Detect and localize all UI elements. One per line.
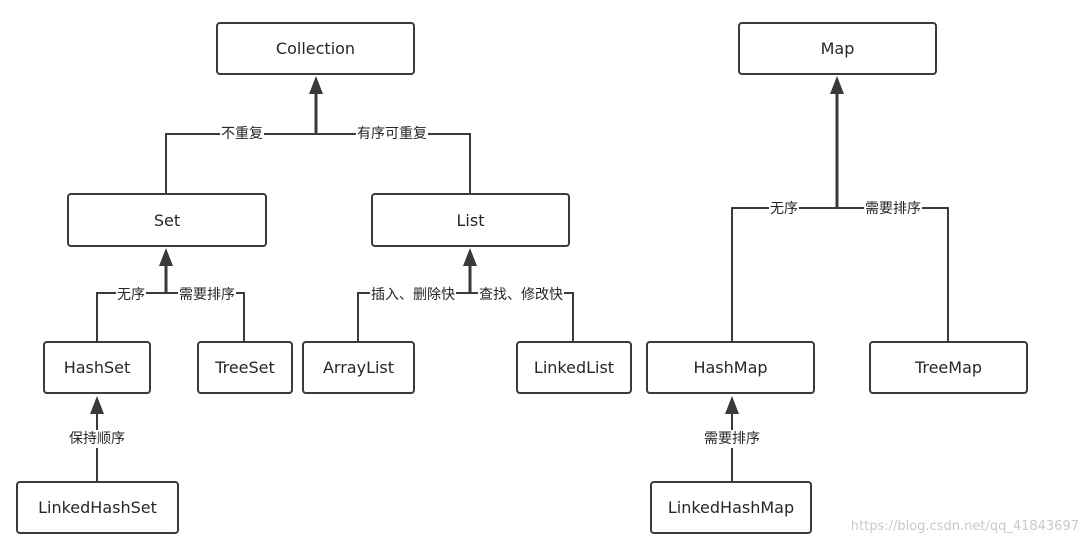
node-treeset: TreeSet xyxy=(197,341,293,394)
connector-map-hashmap xyxy=(731,207,837,342)
arrowhead-hashset xyxy=(90,396,104,414)
node-set: Set xyxy=(67,193,267,247)
arrowhead-list xyxy=(463,248,477,266)
node-linkedhashset: LinkedHashSet xyxy=(16,481,179,534)
node-collection: Collection xyxy=(216,22,415,75)
label-set-hashset: 无序 xyxy=(116,286,146,304)
label-map-treemap: 需要排序 xyxy=(864,200,922,218)
watermark-url: https://blog.csdn.net/qq_41843697 xyxy=(850,519,1079,534)
connector-map-treemap xyxy=(837,207,949,342)
node-linkedlist: LinkedList xyxy=(516,341,632,394)
node-list: List xyxy=(371,193,570,247)
arrowhead-map xyxy=(830,76,844,94)
label-hashmap-linkedhashmap: 需要排序 xyxy=(703,430,761,448)
connector-collection-set xyxy=(165,133,316,194)
node-treemap: TreeMap xyxy=(869,341,1028,394)
label-list-arraylist: 插入、删除快 xyxy=(370,286,456,304)
label-list-linkedlist: 查找、修改快 xyxy=(478,286,564,304)
node-hashmap: HashMap xyxy=(646,341,815,394)
label-set-treeset: 需要排序 xyxy=(178,286,236,304)
label-collection-set: 不重复 xyxy=(220,125,264,143)
node-hashset: HashSet xyxy=(43,341,151,394)
arrowhead-hashmap xyxy=(725,396,739,414)
node-linkedhashmap: LinkedHashMap xyxy=(650,481,812,534)
node-map: Map xyxy=(738,22,937,75)
arrowhead-collection xyxy=(309,76,323,94)
label-map-hashmap: 无序 xyxy=(769,200,799,218)
label-hashset-linkedhashset: 保持顺序 xyxy=(68,430,126,448)
label-collection-list: 有序可重复 xyxy=(356,125,428,143)
connector-collection-list xyxy=(316,133,471,194)
node-arraylist: ArrayList xyxy=(302,341,415,394)
arrowhead-set xyxy=(159,248,173,266)
